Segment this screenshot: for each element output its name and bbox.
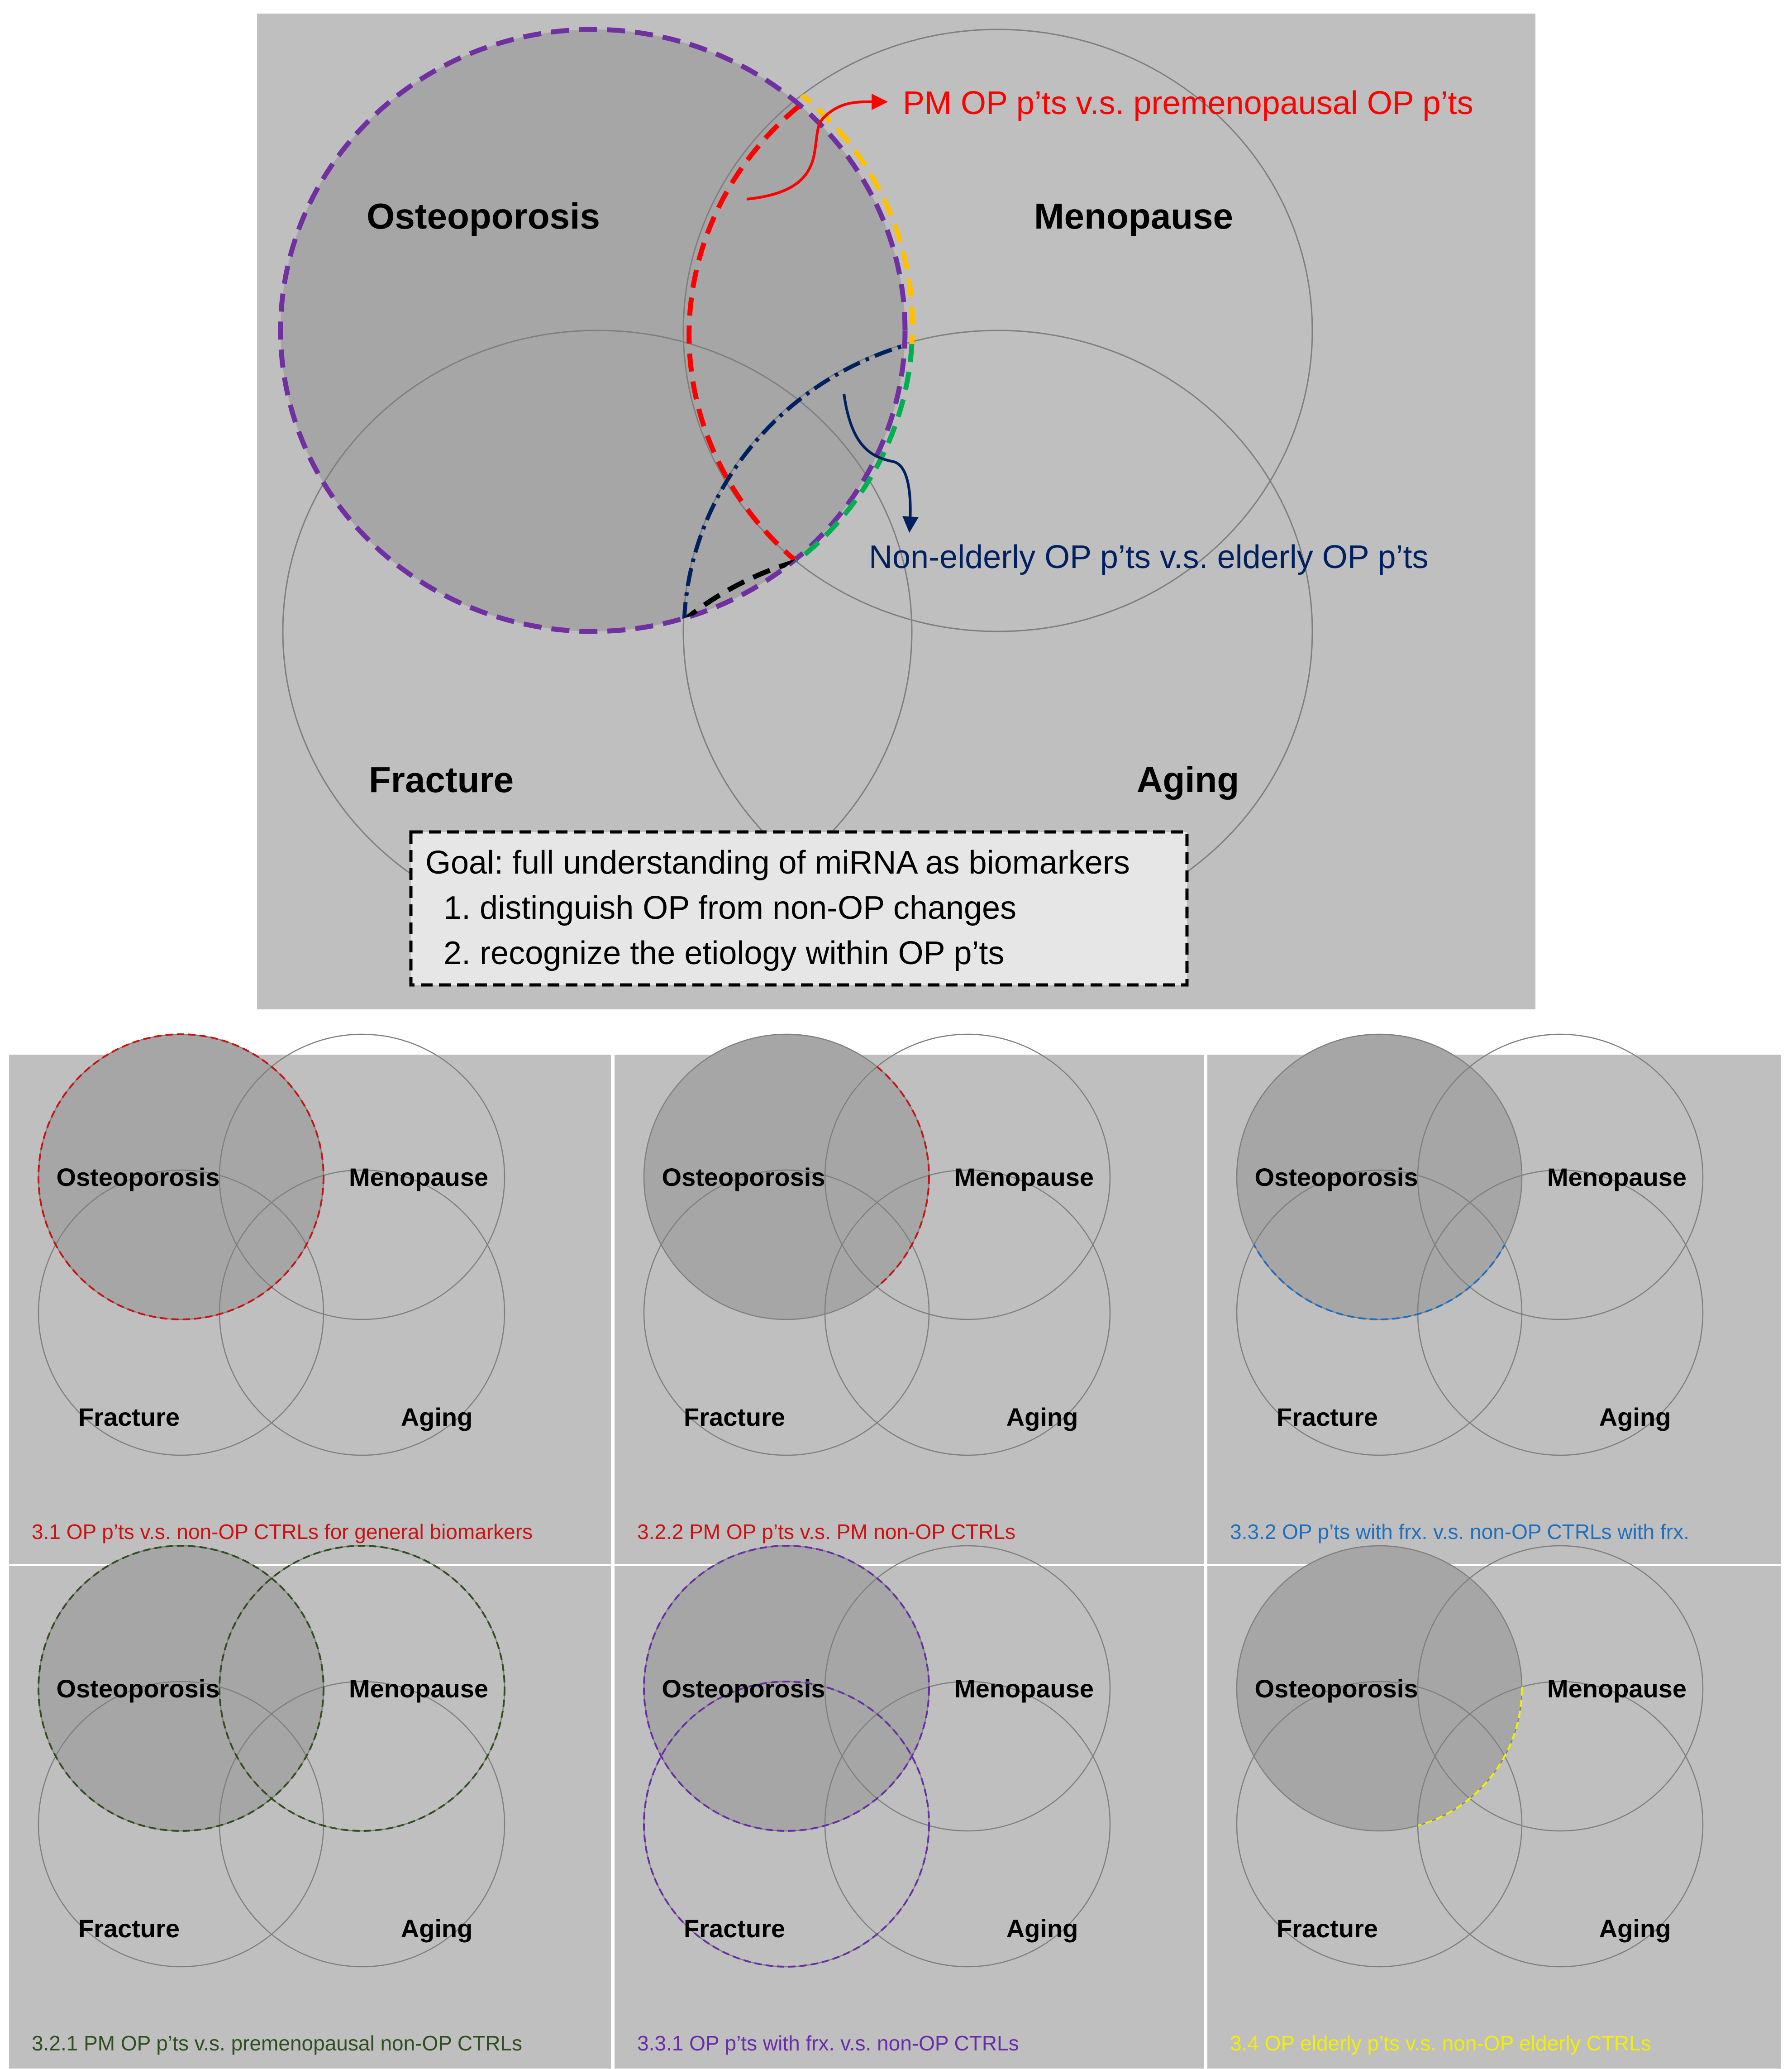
- aging-circle: [219, 1169, 505, 1456]
- panel-caption: 3.2.2 PM OP p’ts v.s. PM non-OP CTRLs: [637, 1520, 1015, 1543]
- panel-label-menopause: Menopause: [1547, 1674, 1687, 1703]
- aging-circle: [824, 1169, 1111, 1456]
- panel-label-osteoporosis: Osteoporosis: [1255, 1163, 1418, 1191]
- panel-label-aging: Aging: [1599, 1403, 1671, 1431]
- panel-label-fracture: Fracture: [1277, 1403, 1378, 1431]
- panel-label-menopause: Menopause: [349, 1163, 488, 1191]
- aging-circle: [1417, 1681, 1704, 1968]
- aging-circle: [219, 1681, 505, 1968]
- panel-label-aging: Aging: [1006, 1914, 1078, 1943]
- annotation-pm: PM OP p’ts v.s. premenopausal OP p’ts: [903, 85, 1473, 121]
- osteoporosis-region: [38, 1546, 324, 1831]
- panel-label-fracture: Fracture: [78, 1403, 180, 1431]
- panel-caption: 3.2.1 PM OP p’ts v.s. premenopausal non-…: [32, 2031, 522, 2055]
- panel-label-menopause: Menopause: [349, 1674, 488, 1703]
- panel-label-osteoporosis: Osteoporosis: [662, 1163, 825, 1191]
- highlight-boundary: [38, 1033, 324, 1320]
- menopause-circle: [824, 1545, 1111, 1832]
- goal-line-1: Goal: full understanding of miRNA as bio…: [425, 845, 1130, 881]
- panel-label-osteoporosis: Osteoporosis: [57, 1163, 220, 1191]
- osteoporosis-circle: [1236, 1033, 1523, 1320]
- menopause-circle: [682, 29, 1313, 632]
- menopause-circle: [1417, 1545, 1704, 1832]
- boundary-elderly-black: [682, 559, 797, 622]
- goal-box-frame: [409, 830, 1189, 987]
- osteoporosis-region: [644, 1546, 929, 1831]
- panel-label-aging: Aging: [401, 1403, 473, 1431]
- annotation-elderly: Non-elderly OP p’ts v.s. elderly OP p’ts: [869, 539, 1428, 575]
- label-osteoporosis: Osteoporosis: [367, 196, 600, 236]
- boundary-elderly-green: [795, 344, 915, 564]
- panel-label-osteoporosis: Osteoporosis: [662, 1674, 825, 1703]
- panel-caption: 3.3.1 OP p’ts with frx. v.s. non-OP CTRL…: [637, 2031, 1019, 2055]
- goal-line-2: 1. distinguish OP from non-OP changes: [443, 890, 1016, 926]
- panel-label-fracture: Fracture: [78, 1914, 180, 1943]
- label-aging: Aging: [1137, 760, 1239, 800]
- panel-caption: 3.1 OP p’ts v.s. non-OP CTRLs for genera…: [32, 1520, 533, 1543]
- goal-line-3: 2. recognize the etiology within OP p’ts: [443, 935, 1004, 971]
- highlight-boundary-op: [38, 1545, 324, 1832]
- panel-label-menopause: Menopause: [954, 1163, 1094, 1191]
- osteoporosis-region: [1237, 1034, 1522, 1319]
- fracture-circle: [38, 1169, 324, 1456]
- panel-caption: 3.4 OP elderly p’ts v.s. non-OP elderly …: [1230, 2031, 1651, 2055]
- panel-label-aging: Aging: [1599, 1914, 1671, 1943]
- op-boundary-segments: [795, 88, 915, 564]
- highlight-boundary-fracture: [643, 1681, 930, 1968]
- menopause-boundary-segments: [682, 104, 905, 622]
- fracture-circle: [38, 1681, 324, 1968]
- highlight-boundary: [825, 1034, 930, 1319]
- fracture-circle: [1236, 1681, 1523, 1968]
- label-menopause: Menopause: [1034, 196, 1233, 236]
- menopause-circle: [1417, 1033, 1704, 1320]
- fracture-circle: [643, 1169, 930, 1456]
- aging-circle: [824, 1681, 1111, 1968]
- panel-label-fracture: Fracture: [684, 1403, 785, 1431]
- osteoporosis-region: [644, 1034, 929, 1319]
- panel-label-aging: Aging: [1006, 1403, 1078, 1431]
- osteoporosis-boundary: [278, 27, 908, 634]
- panel-caption: 3.3.2 OP p’ts with frx. v.s. non-OP CTRL…: [1230, 1520, 1689, 1543]
- osteoporosis-region: [1237, 1546, 1522, 1831]
- highlight-boundary: [1418, 1682, 1523, 1832]
- panel-label-fracture: Fracture: [1277, 1914, 1378, 1943]
- fracture-circle: [1236, 1169, 1523, 1456]
- panel-label-menopause: Menopause: [1547, 1163, 1687, 1191]
- boundary-pm-red: [686, 104, 801, 564]
- aging-circle: [1417, 1169, 1704, 1456]
- highlight-boundary-menopause: [219, 1545, 505, 1832]
- arrow-elderly: [843, 393, 919, 533]
- panel-label-fracture: Fracture: [684, 1914, 785, 1943]
- panel-label-osteoporosis: Osteoporosis: [57, 1674, 220, 1703]
- label-fracture: Fracture: [369, 760, 514, 800]
- highlight-boundary-op: [643, 1545, 930, 1832]
- boundary-elderly-navy: [682, 342, 905, 621]
- osteoporosis-region: [38, 1034, 324, 1319]
- panel-label-menopause: Menopause: [954, 1674, 1094, 1703]
- panel-label-aging: Aging: [401, 1914, 473, 1943]
- panel-label-osteoporosis: Osteoporosis: [1255, 1674, 1418, 1703]
- menopause-circle: [824, 1033, 1111, 1320]
- main-diagram: Osteoporosis Menopause Fracture Aging PM…: [257, 14, 1535, 1009]
- menopause-circle: [219, 1033, 505, 1320]
- boundary-pm-orange: [795, 88, 915, 344]
- goal-box: Goal: full understanding of miRNA as bio…: [409, 830, 1189, 987]
- arrow-pm: [746, 93, 888, 201]
